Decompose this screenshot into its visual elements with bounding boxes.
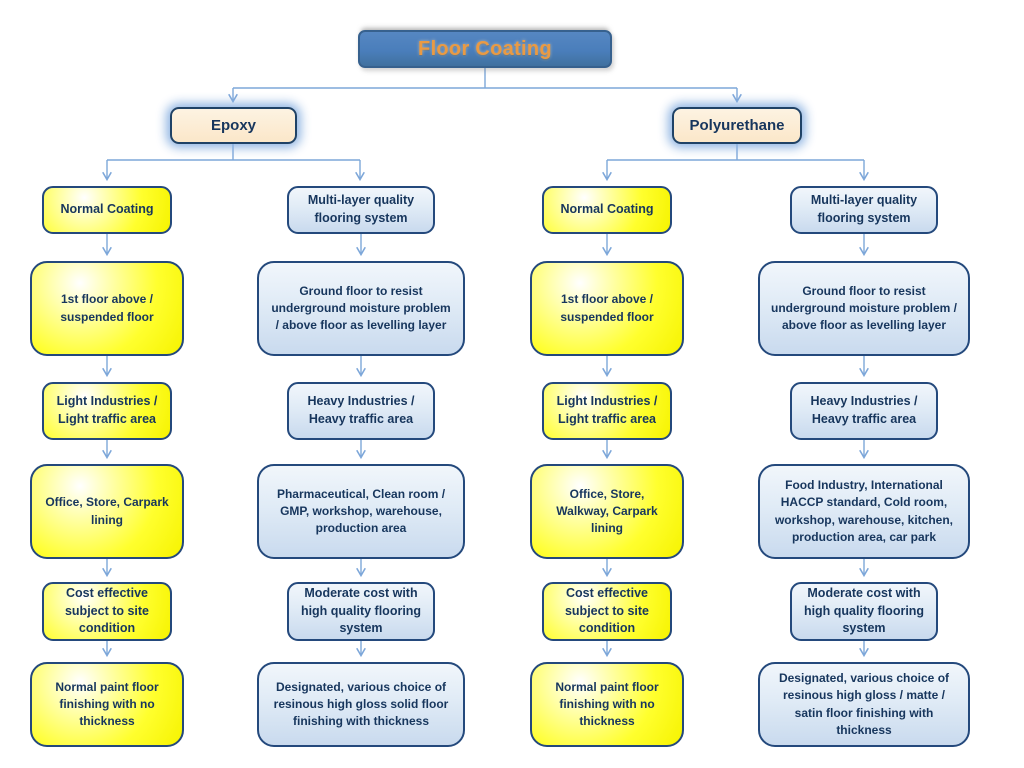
node-pu-multilayer-moderate-cost: Moderate cost with high quality flooring… — [790, 582, 938, 641]
node-epoxy-multilayer-moderate-cost: Moderate cost with high quality flooring… — [287, 582, 435, 641]
root-node-floor-coating: Floor Coating — [358, 30, 612, 68]
node-pu-normal-suspended-floor: 1st floor above / suspended floor — [530, 261, 684, 356]
branch-node-epoxy: Epoxy — [170, 107, 297, 144]
node-pu-normal-light-industries: Light Industries / Light traffic area — [542, 382, 672, 440]
node-epoxy-normal-suspended-floor: 1st floor above / suspended floor — [30, 261, 184, 356]
node-epoxy-multilayer-heavy-industries: Heavy Industries / Heavy traffic area — [287, 382, 435, 440]
node-pu-multilayer-heavy-industries: Heavy Industries / Heavy traffic area — [790, 382, 938, 440]
node-epoxy-normal-office-store: Office, Store, Carpark lining — [30, 464, 184, 559]
node-pu-normal-paint-finish: Normal paint floor finishing with no thi… — [530, 662, 684, 747]
node-pu-multilayer-ground-floor: Ground floor to resist underground moist… — [758, 261, 970, 356]
node-pu-normal-cost-effective: Cost effective subject to site condition — [542, 582, 672, 641]
node-pu-normal-coating: Normal Coating — [542, 186, 672, 234]
node-epoxy-multilayer-ground-floor: Ground floor to resist underground moist… — [257, 261, 465, 356]
node-pu-multilayer-food-industry: Food Industry, International HACCP stand… — [758, 464, 970, 559]
node-pu-multilayer-designated-finish: Designated, various choice of resinous h… — [758, 662, 970, 747]
node-epoxy-multilayer-designated-finish: Designated, various choice of resinous h… — [257, 662, 465, 747]
node-epoxy-normal-cost-effective: Cost effective subject to site condition — [42, 582, 172, 641]
node-epoxy-multilayer-pharmaceutical: Pharmaceutical, Clean room / GMP, worksh… — [257, 464, 465, 559]
node-pu-multilayer-system: Multi-layer quality flooring system — [790, 186, 938, 234]
node-pu-normal-office-store-walkway: Office, Store, Walkway, Carpark lining — [530, 464, 684, 559]
node-epoxy-multilayer-system: Multi-layer quality flooring system — [287, 186, 435, 234]
node-epoxy-normal-coating: Normal Coating — [42, 186, 172, 234]
branch-node-polyurethane: Polyurethane — [672, 107, 802, 144]
node-epoxy-normal-light-industries: Light Industries / Light traffic area — [42, 382, 172, 440]
node-epoxy-normal-paint-finish: Normal paint floor finishing with no thi… — [30, 662, 184, 747]
